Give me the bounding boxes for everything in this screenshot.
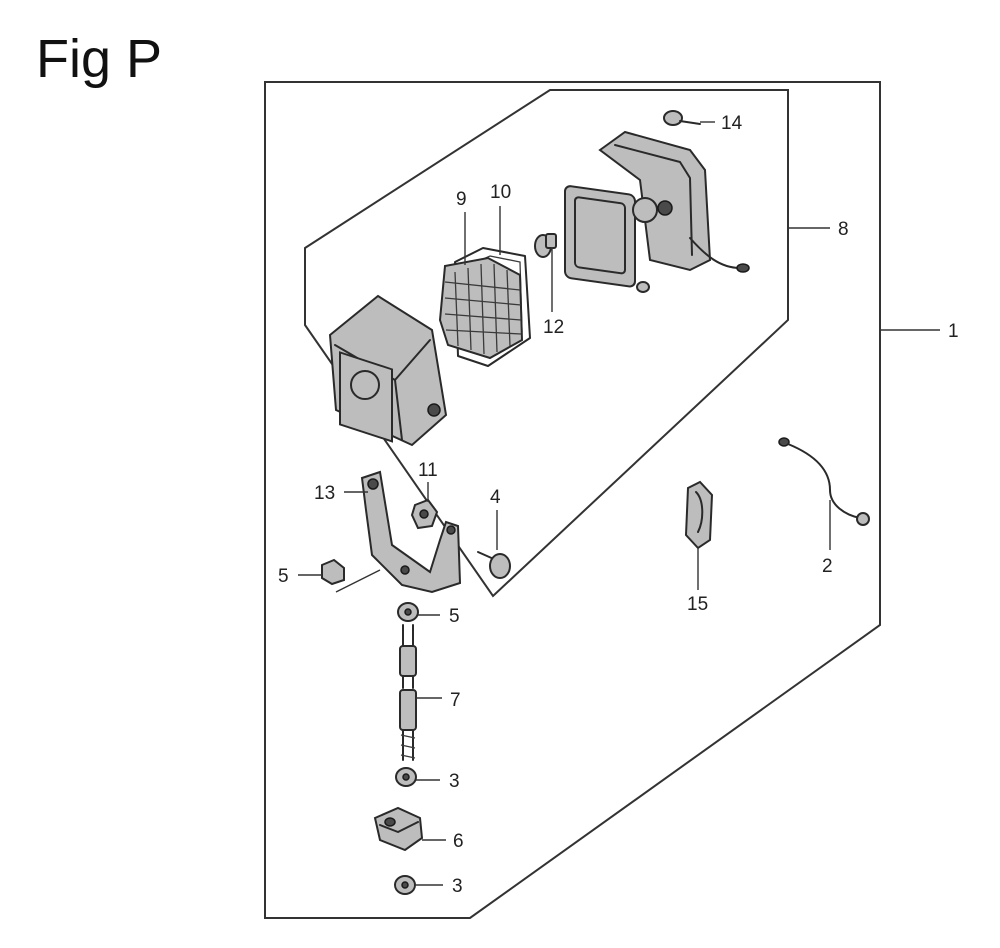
callout-12: 12 — [543, 317, 564, 338]
lamp-housing-icon — [328, 294, 448, 447]
nut-icon — [395, 767, 417, 787]
clip-icon — [684, 480, 714, 550]
callout-5-left: 5 — [278, 566, 289, 587]
bulb-icon — [534, 233, 557, 258]
callout-5-lower: 5 — [449, 606, 460, 627]
leader-lines — [298, 121, 940, 886]
lamp-unit-icon — [564, 130, 750, 293]
bolt-icon — [477, 551, 511, 579]
assembly-frame-outer — [264, 81, 881, 919]
callout-1: 1 — [948, 321, 959, 342]
callout-3-lower: 3 — [452, 876, 463, 897]
callout-3-upper: 3 — [449, 771, 460, 792]
nut-icon — [397, 602, 419, 622]
callout-15: 15 — [687, 594, 708, 615]
callout-2: 2 — [822, 556, 833, 577]
lamp-lens-icon — [438, 256, 524, 360]
callout-4: 4 — [490, 487, 501, 508]
callout-13: 13 — [314, 483, 335, 504]
nut-icon — [410, 498, 439, 530]
figure-title: Fig P — [36, 29, 163, 89]
callout-11: 11 — [418, 460, 438, 481]
callout-14: 14 — [721, 113, 743, 134]
bracket-icon — [360, 470, 462, 594]
nut-icon — [394, 875, 416, 895]
callout-6: 6 — [453, 831, 464, 852]
screw-icon — [663, 110, 701, 126]
callout-9: 9 — [456, 189, 467, 210]
callout-7: 7 — [450, 690, 461, 711]
nut-icon — [321, 558, 345, 586]
clamp-icon — [373, 806, 424, 852]
callout-8: 8 — [838, 219, 849, 240]
callout-10: 10 — [490, 182, 511, 203]
assembly-frame-inner — [304, 89, 789, 598]
wire-harness-icon — [778, 437, 870, 526]
stud-icon — [399, 624, 417, 761]
